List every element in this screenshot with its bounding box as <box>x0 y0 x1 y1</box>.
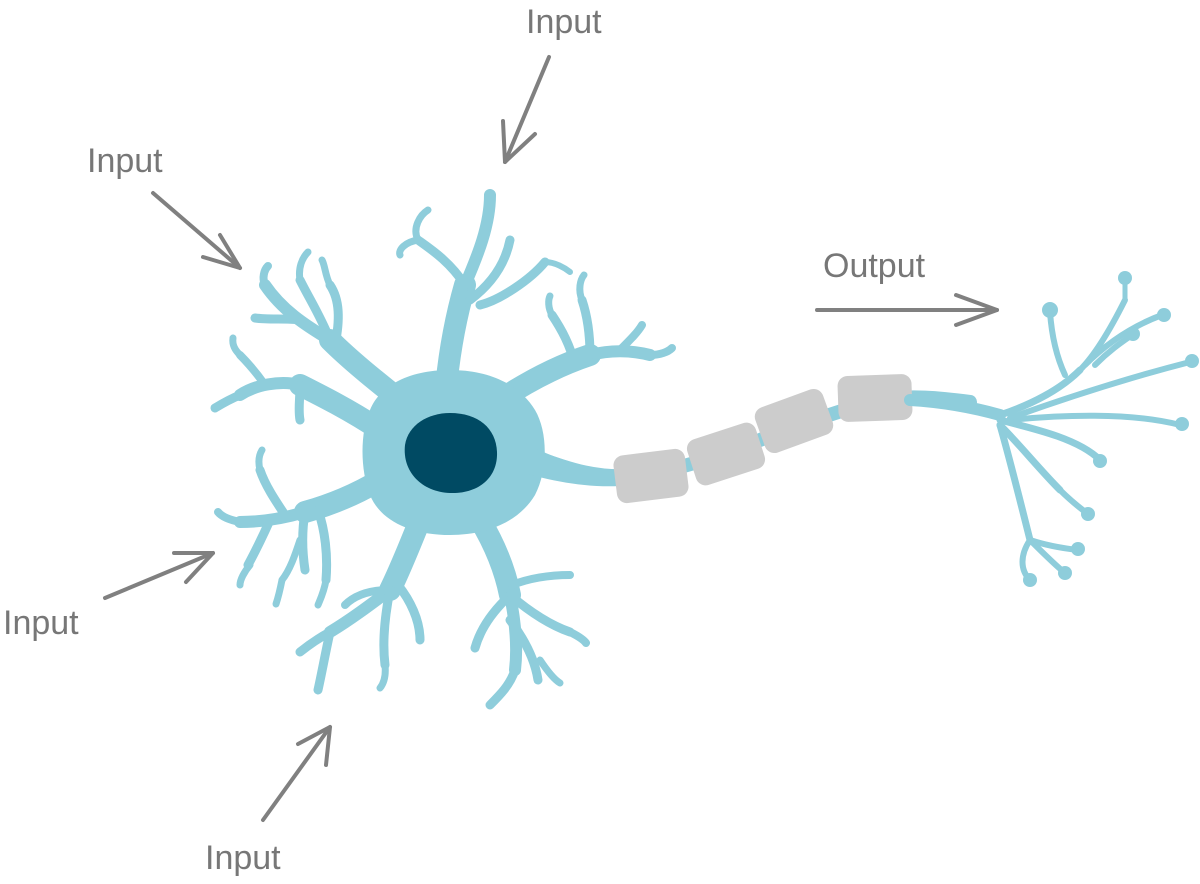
myelin-segment <box>613 448 689 504</box>
axon-terminals <box>904 271 1199 587</box>
label-output: Output <box>823 247 926 285</box>
terminal-bouton <box>1118 271 1132 285</box>
terminal-bouton <box>1058 566 1072 580</box>
terminal-bouton <box>1023 573 1037 587</box>
label-input-top: Input <box>526 3 602 41</box>
terminal-bouton <box>1175 417 1189 431</box>
arrow-input-top <box>501 55 551 164</box>
terminal-bouton <box>1081 507 1095 521</box>
nucleus <box>404 413 498 494</box>
myelin-segment <box>754 388 834 454</box>
myelin-sheath <box>613 374 913 504</box>
label-input-bottom: Input <box>205 839 281 877</box>
arrow-input-bottom <box>261 725 332 822</box>
myelin-segment <box>686 422 766 486</box>
terminal-bouton <box>1157 308 1171 322</box>
arrow-output <box>815 293 999 327</box>
arrow-input-left <box>103 551 215 600</box>
terminal-bouton <box>1093 454 1107 468</box>
terminal-bouton <box>1042 302 1058 318</box>
arrows <box>103 55 999 822</box>
terminal-bouton <box>1071 542 1085 556</box>
axon-hillock <box>515 440 620 487</box>
arrow-input-upper-left <box>151 191 242 270</box>
label-input-left: Input <box>3 604 79 642</box>
terminal-bouton <box>1126 327 1140 341</box>
dendrites <box>210 189 676 710</box>
terminal-bouton <box>1185 354 1199 368</box>
label-input-upper-left: Input <box>87 142 163 180</box>
myelin-segment <box>837 374 913 422</box>
